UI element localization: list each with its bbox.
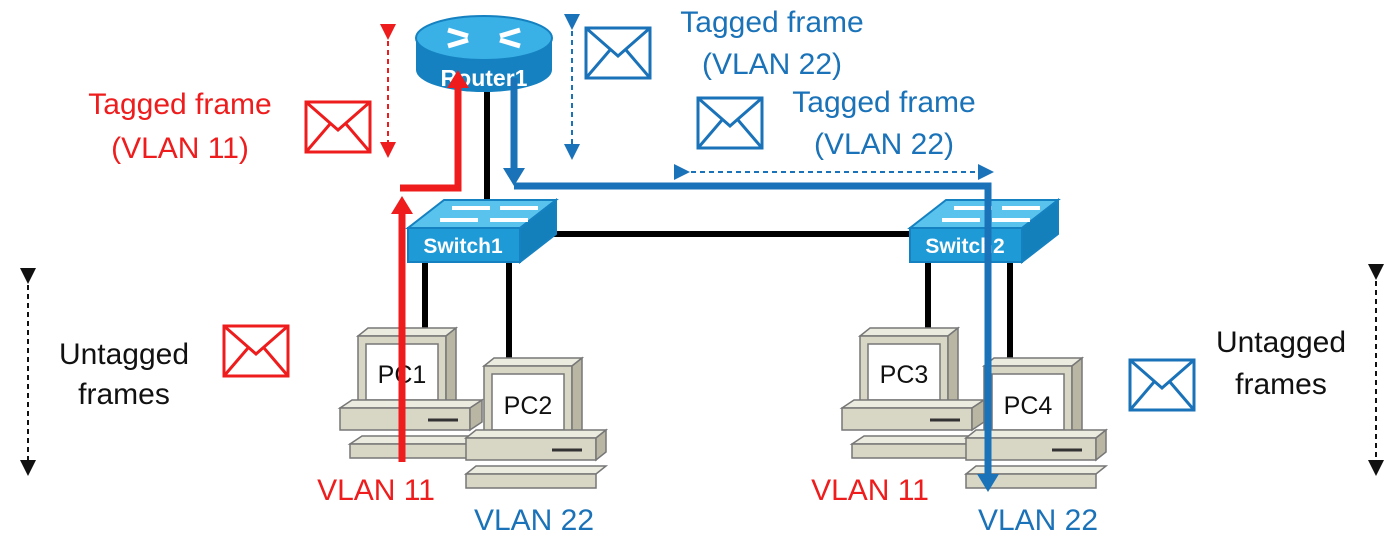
envelope-icon: [1128, 358, 1196, 412]
pc2-label: PC2: [504, 392, 553, 420]
pc3-label: PC3: [880, 361, 929, 389]
router-icon: Router1: [415, 15, 553, 92]
vlan-label-pc3: VLAN 11: [811, 474, 929, 507]
vlan-label-pc2: VLAN 22: [474, 504, 594, 537]
envelope-icon: [222, 324, 290, 378]
envelope-icon: [304, 100, 372, 154]
switch-icon: Switch2: [907, 197, 1061, 265]
tagged-frame-blue-top-line2: (VLAN 22): [702, 48, 842, 81]
frame-labels: Tagged frame (VLAN 11) Tagged frame (VLA…: [59, 6, 1346, 537]
vlan-label-pc1: VLAN 11: [317, 474, 435, 507]
untagged-right-line1: Untagged: [1216, 326, 1346, 359]
tagged-frame-blue-top-line1: Tagged frame: [680, 6, 863, 39]
scope-arrows: [20, 14, 1384, 476]
envelope-icon: [696, 96, 764, 150]
pc4-label: PC4: [1004, 392, 1053, 420]
computer-icon: PC3: [839, 326, 997, 459]
vlan11-path: [391, 70, 469, 462]
switch1-label: Switch1: [423, 235, 503, 258]
switch-icon: Switch1: [405, 197, 559, 265]
computer-icon: PC4: [963, 356, 1109, 489]
vlan22-path: [503, 78, 999, 492]
tagged-frame-red-line1: Tagged frame: [88, 88, 271, 121]
tagged-frame-blue-mid-line1: Tagged frame: [792, 86, 975, 119]
untagged-left-line1: Untagged: [59, 338, 189, 371]
tagged-frame-red-line2: (VLAN 11): [111, 132, 249, 165]
untagged-right-line2: frames: [1235, 368, 1327, 401]
switch2-label: Switch2: [925, 235, 1004, 258]
tagged-frame-blue-mid-line2: (VLAN 22): [814, 128, 954, 161]
envelope-icon: [584, 26, 652, 80]
vlan-label-pc4: VLAN 22: [978, 504, 1098, 537]
computer-icon: PC2: [463, 356, 609, 489]
physical-links: [422, 80, 1013, 358]
untagged-left-line2: frames: [78, 378, 170, 411]
